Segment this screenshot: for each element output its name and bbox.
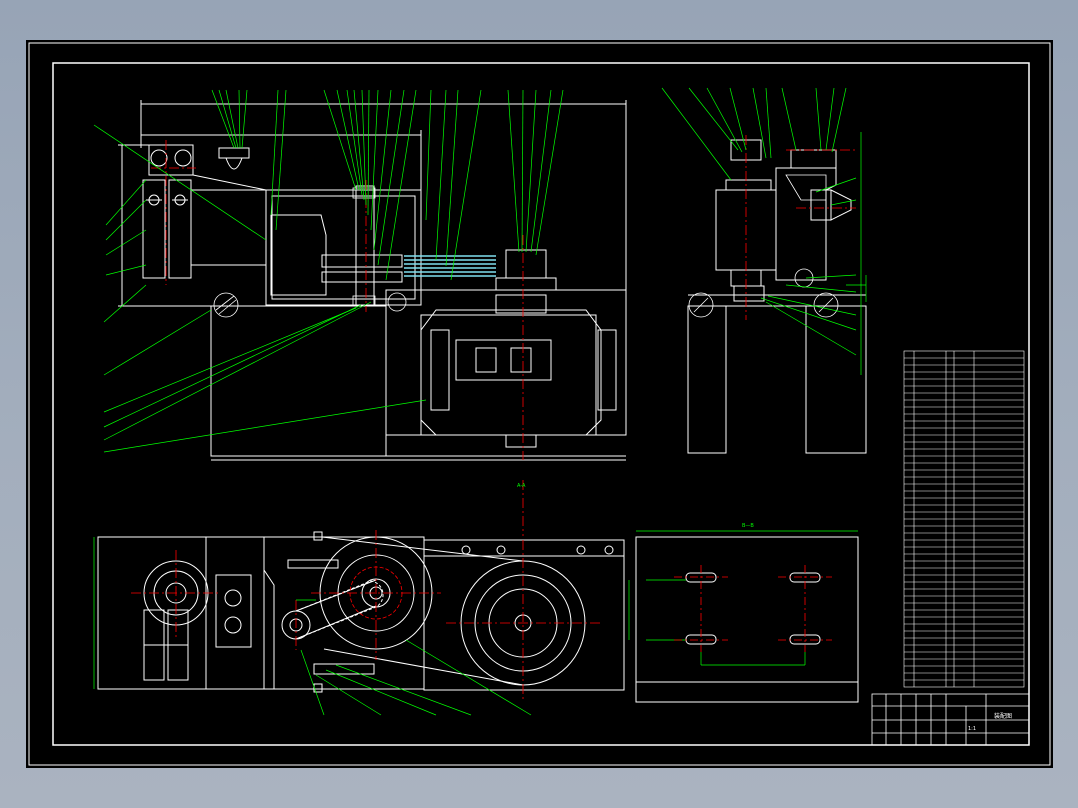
- side-center-lines: [745, 135, 856, 320]
- parts-list: [903, 350, 1025, 688]
- outer-frame: [28, 42, 1051, 766]
- assembly-drawing: 装配图 1:1 A-A B—B: [28, 42, 1051, 766]
- title-block-scale: 1:1: [968, 726, 976, 732]
- front-leaders: [93, 89, 564, 453]
- side-leaders: [661, 87, 867, 375]
- inner-frame: [52, 62, 1030, 746]
- top-view-chain: [295, 580, 384, 640]
- cyan-shafts: [404, 255, 496, 277]
- plate-view: [635, 536, 859, 703]
- front-hatched-supports: [213, 187, 407, 318]
- plate-center-lines: [674, 565, 832, 652]
- section-label-top: A-A: [517, 483, 526, 489]
- front-view: [118, 100, 627, 461]
- section-label-plate: B—B: [742, 523, 754, 529]
- top-center-lines: [131, 480, 601, 700]
- title-block: [871, 693, 1030, 746]
- cad-viewport[interactable]: 装配图 1:1 A-A B—B: [26, 40, 1053, 768]
- title-block-title: 装配图: [994, 712, 1012, 720]
- plate-leaders: [628, 530, 858, 666]
- side-hatched: [688, 174, 839, 318]
- top-view: [97, 531, 625, 693]
- side-view: [687, 139, 867, 454]
- front-center-lines: [151, 140, 524, 460]
- top-leaders: [93, 537, 532, 716]
